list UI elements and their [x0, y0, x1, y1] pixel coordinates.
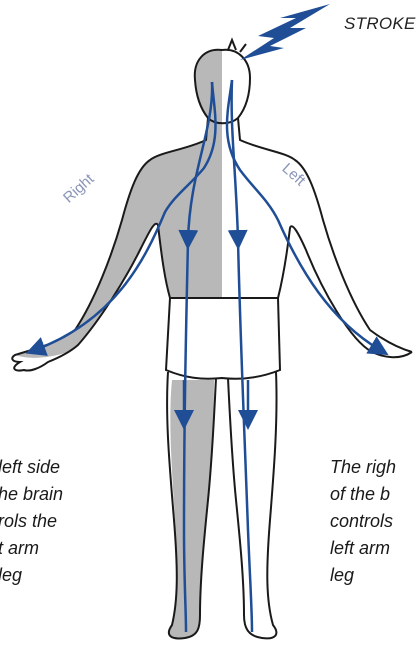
- caption-line: leg: [330, 562, 418, 589]
- caption-line: of the b: [330, 481, 418, 508]
- caption-line: t arm: [0, 535, 138, 562]
- caption-line: left arm: [330, 535, 418, 562]
- caption-line: he brain: [0, 481, 138, 508]
- lightning-bolt-icon: [240, 4, 330, 60]
- caption-line: controls: [330, 508, 418, 535]
- right-side-caption: The righ of the b controls left arm leg: [330, 454, 418, 589]
- caption-line: rols the: [0, 508, 138, 535]
- stroke-label: STROKE: [344, 14, 416, 34]
- caption-line: leg: [0, 562, 138, 589]
- caption-line: The righ: [330, 454, 418, 481]
- caption-line: left side: [0, 454, 138, 481]
- left-side-caption: left side he brain rols the t arm leg: [0, 454, 138, 589]
